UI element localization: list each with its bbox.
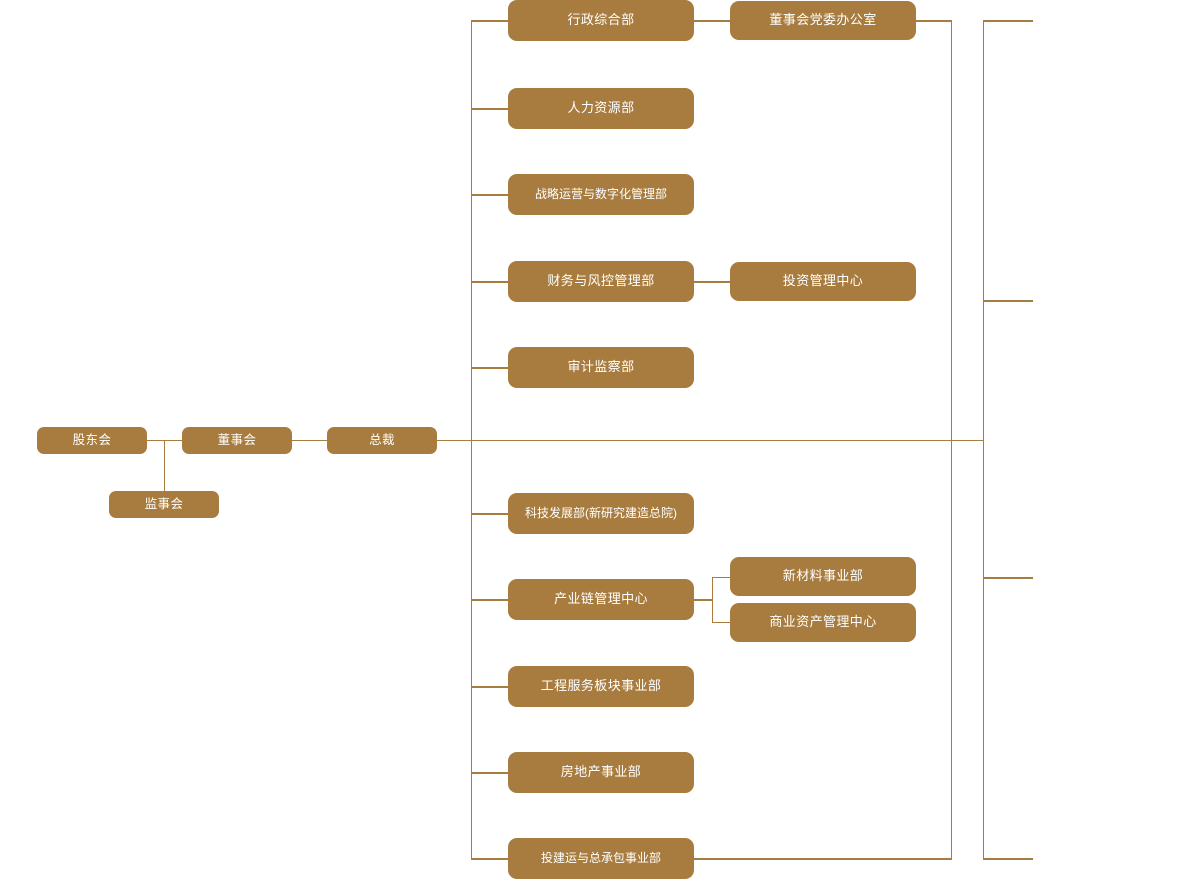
node-dept-human-resources[interactable]: 人力资源部 xyxy=(508,88,694,129)
stub-outer-top xyxy=(983,20,1033,22)
stub-outer-bottom xyxy=(983,858,1033,860)
stub-dept-finance xyxy=(471,281,509,283)
stub-dept-real-estate xyxy=(471,772,509,774)
stub-dept-hr xyxy=(471,108,509,110)
node-dept-invest-build-operate-epc[interactable]: 投建运与总承包事业部 xyxy=(508,838,694,879)
node-dept-strategy-digital[interactable]: 战略运营与数字化管理部 xyxy=(508,174,694,215)
stub-dept-tech xyxy=(471,513,509,515)
rail-industrial-chain-children xyxy=(712,577,714,623)
node-dept-industrial-chain-center[interactable]: 产业链管理中心 xyxy=(508,579,694,620)
node-dept-technology-development[interactable]: 科技发展部(新研究建造总院) xyxy=(508,493,694,534)
stub-new-materials xyxy=(712,577,731,579)
stub-outer-lower-mid xyxy=(983,577,1033,579)
stub-commercial-assets xyxy=(712,622,731,624)
node-commercial-asset-management-center[interactable]: 商业资产管理中心 xyxy=(730,603,916,642)
node-dept-engineering-services[interactable]: 工程服务板块事业部 xyxy=(508,666,694,707)
connector-admin-to-party-office xyxy=(693,20,731,22)
rail-right-inner xyxy=(950,20,953,859)
connector-finance-to-investment-center xyxy=(693,281,731,283)
stub-dept-audit xyxy=(471,367,509,369)
node-board-party-committee-office[interactable]: 董事会党委办公室 xyxy=(730,1,916,40)
connector-epc-to-rail-a xyxy=(693,858,952,860)
connector-board-to-president xyxy=(291,439,327,442)
stub-dept-engineering xyxy=(471,686,509,688)
node-shareholders-meeting[interactable]: 股东会 xyxy=(37,427,147,454)
connector-party-office-to-rail-a xyxy=(915,20,952,22)
node-board-of-directors[interactable]: 董事会 xyxy=(182,427,292,454)
node-dept-audit-supervision[interactable]: 审计监察部 xyxy=(508,347,694,388)
rail-departments-main xyxy=(470,20,473,859)
stub-dept-investment-construction xyxy=(471,858,509,860)
node-board-of-supervisors[interactable]: 监事会 xyxy=(109,491,219,518)
stub-dept-strategy xyxy=(471,194,509,196)
rail-right-outer xyxy=(982,20,985,859)
connector-industrial-chain-out xyxy=(693,599,713,601)
stub-outer-upper-mid xyxy=(983,300,1033,302)
stub-dept-industrial-chain xyxy=(471,599,509,601)
stub-dept-admin xyxy=(471,20,509,22)
connector-to-supervisors xyxy=(163,440,166,491)
node-investment-management-center[interactable]: 投资管理中心 xyxy=(730,262,916,301)
node-new-materials-division[interactable]: 新材料事业部 xyxy=(730,557,916,596)
connector-president-spine xyxy=(436,439,984,442)
node-dept-finance-risk[interactable]: 财务与风控管理部 xyxy=(508,261,694,302)
node-dept-real-estate[interactable]: 房地产事业部 xyxy=(508,752,694,793)
node-dept-administration[interactable]: 行政综合部 xyxy=(508,0,694,41)
node-president[interactable]: 总裁 xyxy=(327,427,437,454)
